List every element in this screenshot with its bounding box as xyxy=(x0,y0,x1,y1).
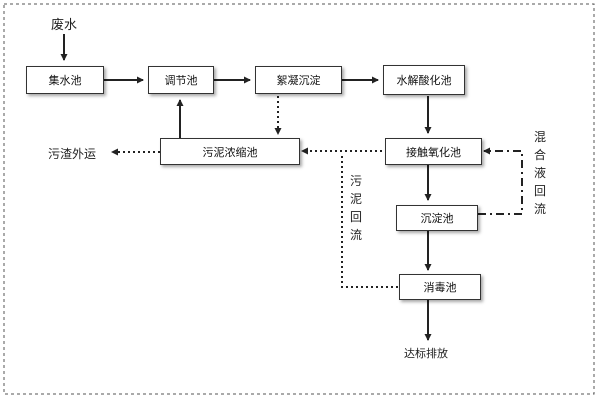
node-collection: 集水池 xyxy=(26,66,104,94)
sludge-return-char: 污 xyxy=(349,174,362,188)
mixed-return-label: 混 合 液 回 流 xyxy=(533,128,547,218)
input-label: 废水 xyxy=(51,18,78,33)
node-regulating: 调节池 xyxy=(148,66,214,94)
output-label: 达标排放 xyxy=(404,347,448,360)
mixed-return-char: 回 xyxy=(533,184,546,198)
node-coagulation: 絮凝沉淀 xyxy=(255,66,342,94)
node-sedimentation: 沉淀池 xyxy=(396,205,478,231)
sludge-return-char: 泥 xyxy=(349,192,362,206)
sludge-out-label: 污渣外运 xyxy=(48,147,97,161)
node-hydrolysis: 水解酸化池 xyxy=(383,65,465,95)
dotted-sludge-return xyxy=(341,154,398,288)
node-sludge-thickener: 污泥浓缩池 xyxy=(160,138,300,165)
sludge-return-char: 回 xyxy=(349,210,362,224)
sludge-return-char: 流 xyxy=(349,228,362,242)
sludge-return-label: 污 泥 回 流 xyxy=(349,172,363,244)
node-contact-oxidation: 接触氧化池 xyxy=(385,138,482,165)
dashdot-mixed-return xyxy=(478,147,523,215)
mixed-return-char: 液 xyxy=(533,166,546,180)
mixed-return-char: 混 xyxy=(533,130,546,144)
outer-frame xyxy=(3,3,595,395)
mixed-return-char: 流 xyxy=(533,202,546,216)
node-disinfection: 消毒池 xyxy=(399,274,481,300)
mixed-return-char: 合 xyxy=(533,148,546,162)
